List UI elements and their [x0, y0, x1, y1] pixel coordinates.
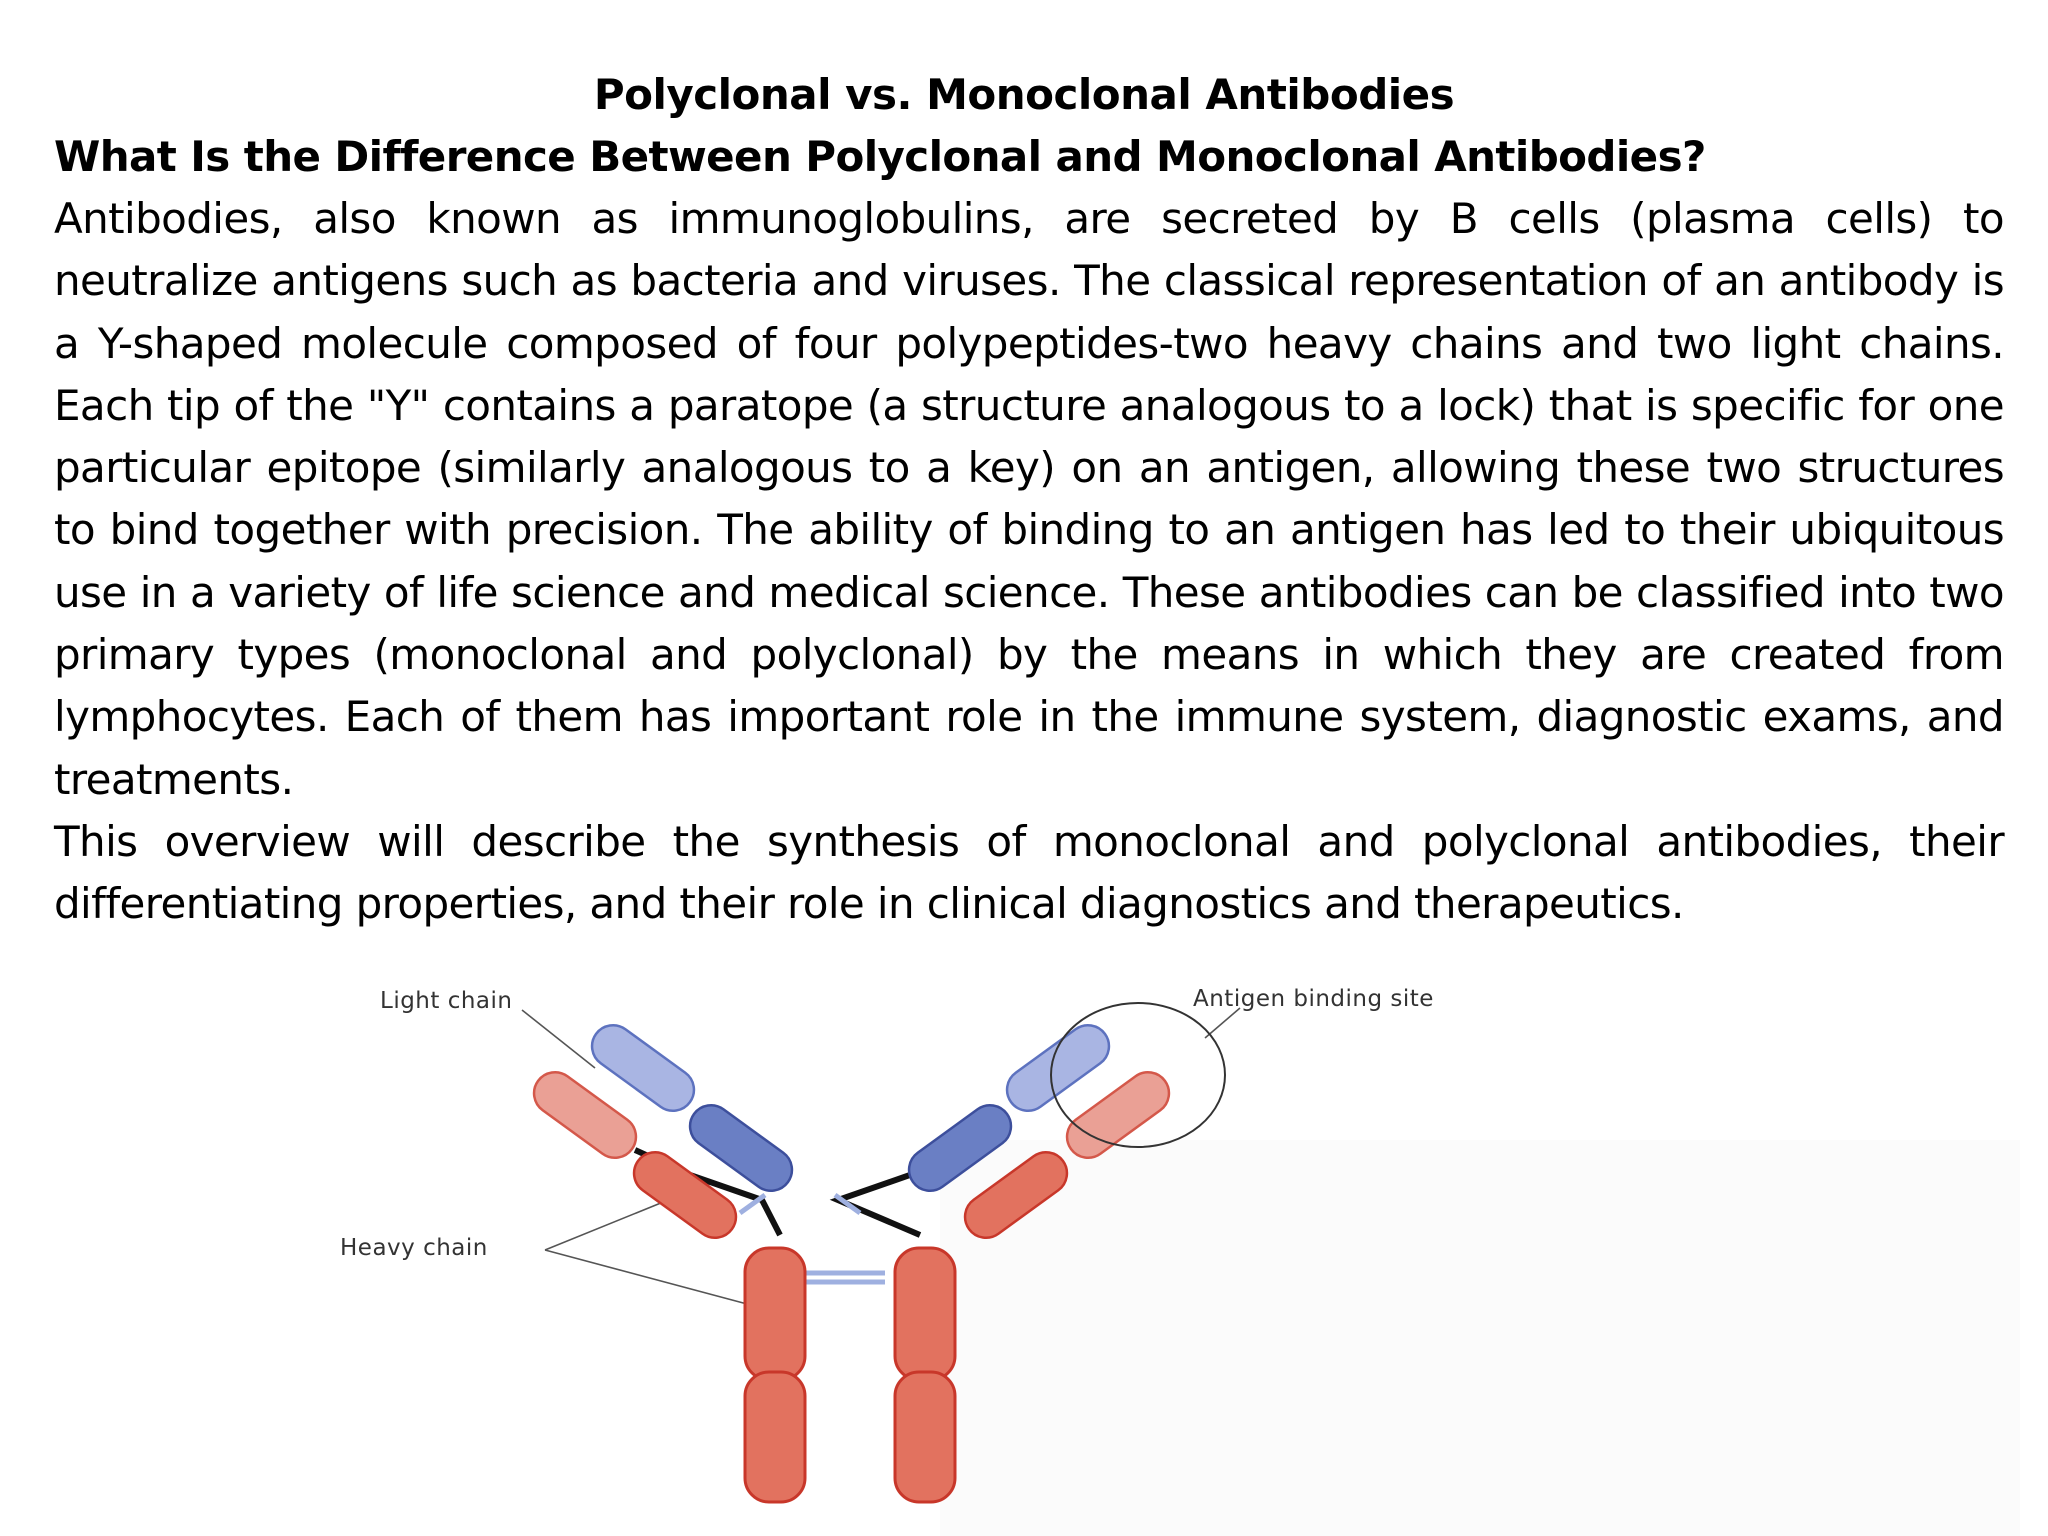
antigen-binding-site-label: Antigen binding site [1193, 986, 1434, 1012]
section-heading: What Is the Difference Between Polyclona… [54, 132, 1706, 181]
right-fc-lower [893, 1370, 957, 1504]
heavy-chain-label: Heavy chain [340, 1235, 488, 1261]
right-fc-upper [893, 1246, 957, 1382]
antibody-structure-illustration [521, 1002, 2020, 1536]
right-light-chain-constant [907, 1104, 1013, 1192]
body-text: Antibodies, also known as immunoglobulin… [54, 188, 2005, 936]
right-interchain-bond [833, 1192, 862, 1216]
paragraph-overview: This overview will describe the synthesi… [54, 816, 2005, 929]
page-title: Polyclonal vs. Monoclonal Antibodies [593, 70, 1455, 119]
antibody-diagram: Light chain Antigen binding site Heavy c… [300, 960, 2020, 1536]
left-fc-upper [743, 1246, 807, 1382]
figure-background [940, 1140, 2020, 1536]
left-light-chain-constant [688, 1104, 794, 1192]
right-heavy-chain-constant [963, 1151, 1069, 1239]
right-light-chain-variable [1005, 1024, 1111, 1112]
light-chain-label: Light chain [380, 988, 513, 1014]
left-fc-lower [743, 1370, 807, 1504]
left-heavy-chain-variable [532, 1071, 638, 1159]
paragraph-intro: Antibodies, also known as immunoglobulin… [54, 194, 2005, 804]
heavy-chain-leader-line-top [544, 1195, 679, 1251]
left-interchain-bond [738, 1192, 767, 1216]
heavy-chain-leader-line-bottom [544, 1249, 763, 1309]
left-heavy-chain-constant [632, 1151, 738, 1239]
antigen-site-leader-line [1204, 1007, 1241, 1039]
light-chain-leader-line [521, 1009, 596, 1069]
antigen-binding-site-circle [1050, 1002, 1226, 1148]
left-light-chain-variable [590, 1024, 696, 1112]
